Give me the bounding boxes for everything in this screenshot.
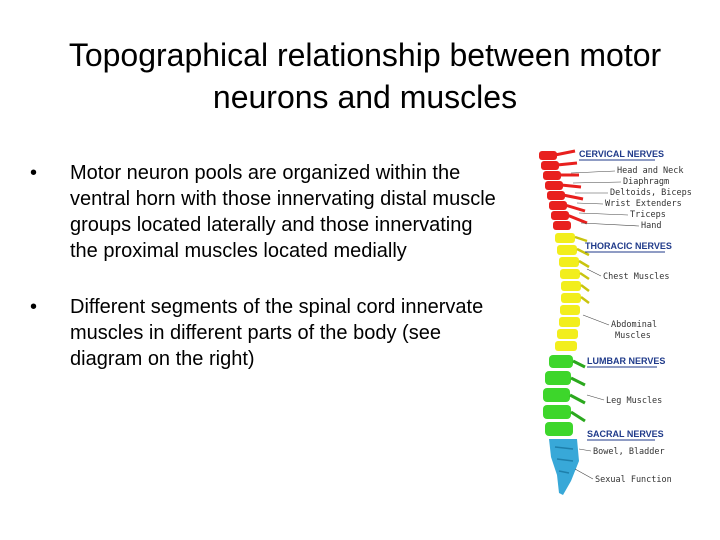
leg-muscles-label: Leg Muscles	[606, 396, 662, 406]
bullet-dot: •	[30, 162, 38, 184]
slide-title: Topographical relationship between motor…	[68, 37, 662, 115]
cervical-vertebrae	[539, 149, 588, 230]
lumbar-nerves-heading: LUMBAR NERVES	[587, 356, 665, 366]
cervical-nerves-heading: CERVICAL NERVES	[579, 149, 664, 159]
lumbar-vertebrae	[543, 355, 586, 436]
wrist-extenders-label: Wrist Extenders	[605, 199, 682, 209]
sexual-function-label: Sexual Function	[595, 475, 672, 485]
spinal-cord-diagram: CERVICAL NERVES Head and Neck Diaphragm …	[539, 149, 692, 495]
abdominal-muscles-label-line1: Abdominal	[611, 320, 657, 330]
diaphragm-label: Diaphragm	[623, 177, 669, 187]
bullet-list: • Motor neuron pools are organized withi…	[30, 160, 500, 402]
triceps-label: Triceps	[630, 210, 666, 220]
hand-label: Hand	[641, 221, 661, 231]
bullet-item: • Different segments of the spinal cord …	[30, 294, 500, 372]
spine-illustration	[539, 149, 590, 495]
bullet-text: Different segments of the spinal cord in…	[70, 296, 484, 370]
abdominal-muscles-label-line2: Muscles	[615, 331, 651, 341]
bullet-text: Motor neuron pools are organized within …	[70, 162, 496, 262]
thoracic-vertebrae	[555, 233, 590, 351]
sacral-vertebrae	[549, 439, 579, 495]
chest-muscles-label: Chest Muscles	[603, 272, 670, 282]
sacral-nerves-heading: SACRAL NERVES	[587, 429, 664, 439]
bullet-dot: •	[30, 296, 38, 318]
bullet-item: • Motor neuron pools are organized withi…	[30, 160, 500, 264]
nerve-labels: CERVICAL NERVES Head and Neck Diaphragm …	[570, 149, 692, 485]
deltoids-biceps-label: Deltoids, Biceps	[610, 188, 692, 198]
head-neck-label: Head and Neck	[617, 166, 684, 176]
bowel-bladder-label: Bowel, Bladder	[593, 447, 665, 457]
thoracic-nerves-heading: THORACIC NERVES	[585, 241, 672, 251]
